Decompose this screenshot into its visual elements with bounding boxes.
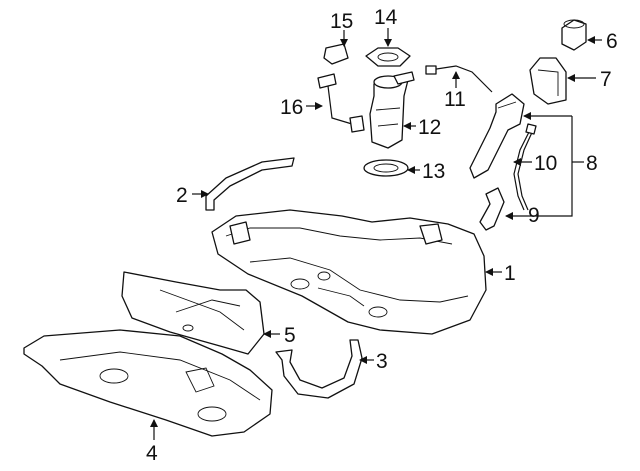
callout-12: 12: [418, 116, 441, 139]
lock-ring: [365, 47, 411, 67]
heat-shield: [121, 271, 265, 355]
fuel-sensor: [323, 43, 349, 65]
callout-7: 7: [600, 68, 612, 91]
vent-tube: [513, 123, 537, 211]
callout-9: 9: [528, 204, 540, 227]
filler-neck: [469, 93, 525, 179]
callout-5: 5: [284, 324, 296, 347]
callout-3: 3: [376, 350, 388, 373]
filler-hose: [479, 187, 505, 231]
callout-6: 6: [606, 30, 618, 53]
callout-labels: 1 2 3 4 5 6 7 8 9 10 11 12 13 14 15 16: [146, 6, 618, 465]
callout-13: 13: [422, 160, 445, 183]
callout-16: 16: [280, 96, 303, 119]
callout-8: 8: [586, 152, 598, 175]
fuel-door: [529, 57, 567, 105]
callout-4: 4: [146, 442, 158, 465]
callout-15: 15: [330, 10, 353, 33]
callout-1: 1: [504, 262, 516, 285]
sending-unit: [317, 73, 365, 133]
leader-lines: [150, 28, 602, 440]
skid-shield: [23, 329, 273, 437]
fuel-cap: [561, 19, 587, 51]
tank-strap-3: [275, 339, 363, 399]
callout-2: 2: [176, 184, 188, 207]
tank-strap-2: [205, 157, 295, 211]
callout-10: 10: [534, 152, 557, 175]
callout-14: 14: [374, 6, 398, 29]
fuel-pump-module: [369, 71, 415, 149]
fuel-line: [425, 65, 493, 93]
callout-11: 11: [444, 88, 466, 111]
pump-seal: [363, 159, 409, 177]
fuel-tank: [211, 209, 487, 335]
